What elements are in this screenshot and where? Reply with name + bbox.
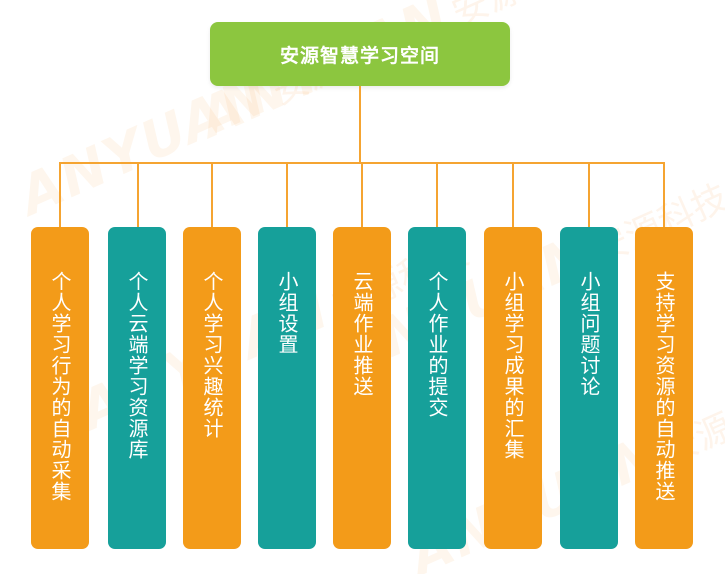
leaf-node: 小组问题讨论 [560,227,618,549]
root-node: 安源智慧学习空间 [210,22,510,86]
leaf-node: 个人学习兴趣统计 [183,227,241,549]
leaf-node: 个人作业的提交 [408,227,466,549]
leaf-label: 小组学习成果的汇集 [501,271,525,460]
drop-connector [663,162,665,227]
leaf-label: 云端作业推送 [350,271,374,397]
leaf-label: 小组设置 [275,271,299,355]
leaf-label: 个人学习兴趣统计 [200,271,224,439]
drop-connector [588,162,590,227]
leaf-node: 小组设置 [258,227,316,549]
drop-connector [512,162,514,227]
leaf-node: 云端作业推送 [333,227,391,549]
drop-connector [59,162,61,227]
leaf-label: 个人云端学习资源库 [125,271,149,460]
leaf-node: 个人学习行为的自动采集 [31,227,89,549]
leaf-label: 个人作业的提交 [425,271,449,418]
leaf-node: 支持学习资源的自动推送 [635,227,693,549]
drop-connector [436,162,438,227]
trunk-connector [359,86,361,163]
leaf-label: 个人学习行为的自动采集 [48,271,72,502]
leaf-label: 支持学习资源的自动推送 [652,271,676,502]
leaf-label: 小组问题讨论 [577,271,601,397]
drop-connector [286,162,288,227]
root-title: 安源智慧学习空间 [279,44,440,67]
leaf-node: 小组学习成果的汇集 [484,227,542,549]
drop-connector [137,162,139,227]
leaf-node: 个人云端学习资源库 [108,227,166,549]
drop-connector [361,162,363,227]
drop-connector [211,162,213,227]
